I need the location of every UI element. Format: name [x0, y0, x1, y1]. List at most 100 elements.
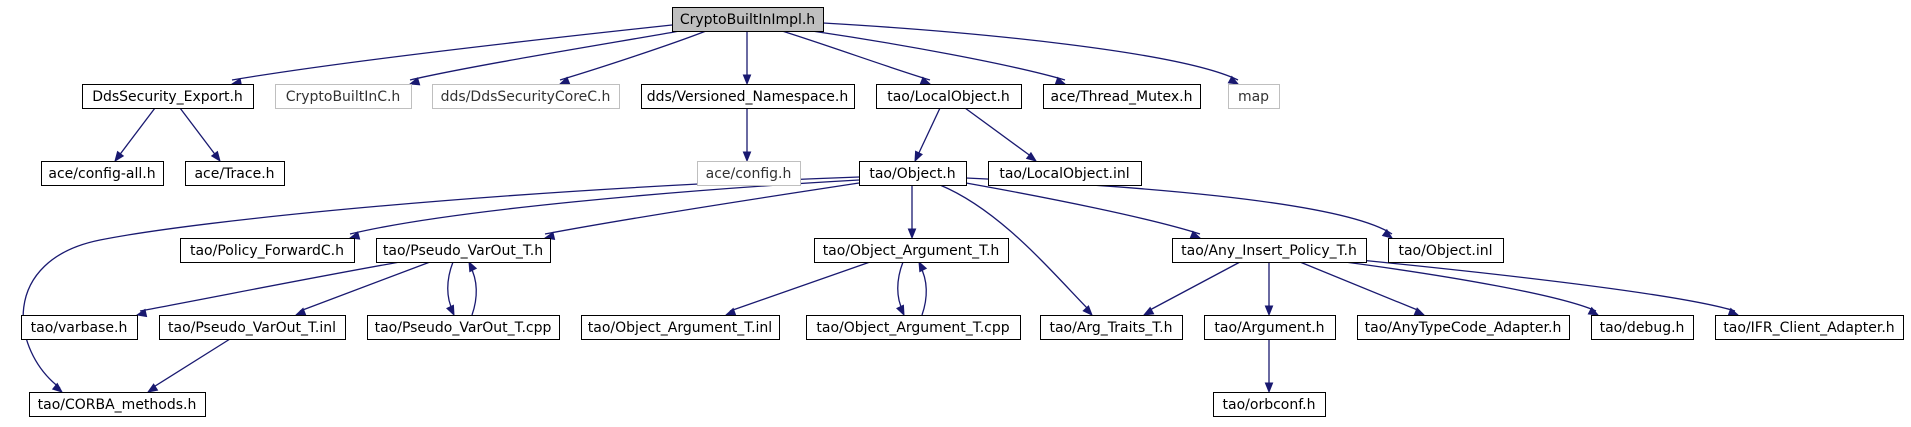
edge-line	[897, 261, 904, 312]
arrow-head-icon	[1082, 305, 1093, 316]
node-label: tao/Object_Argument_T.cpp	[816, 320, 1009, 336]
edge-anyinsert-to-argument	[1264, 262, 1274, 317]
edge-line	[781, 30, 931, 81]
edge-anyinsert-to-debug	[1344, 261, 1600, 316]
edge-argument-to-orbconf	[1264, 339, 1274, 394]
node-versioned[interactable]: dds/Versioned_Namespace.h	[641, 84, 855, 109]
node-box	[806, 315, 1021, 340]
node-anytypecode[interactable]: tao/AnyTypeCode_Adapter.h	[1357, 315, 1570, 340]
node-box	[1228, 84, 1280, 109]
node-argtraits[interactable]: tao/Arg_Traits_T.h	[1040, 315, 1183, 340]
node-pseudocpp[interactable]: tao/Pseudo_VarOut_T.cpp	[367, 315, 560, 340]
node-label: ace/Thread_Mutex.h	[1051, 89, 1193, 105]
edge-objectarg-to-objarginl	[724, 261, 871, 316]
edge-object-to-pseudovarout	[543, 182, 860, 241]
node-corbamethods[interactable]: tao/CORBA_methods.h	[29, 392, 206, 417]
edge-root-to-ddsexport	[230, 24, 673, 87]
node-box	[432, 84, 620, 109]
node-objargcpp[interactable]: tao/Object_Argument_T.cpp	[806, 315, 1021, 340]
node-objectarg[interactable]: tao/Object_Argument_T.h	[814, 238, 1009, 263]
node-objectinl[interactable]: tao/Object.inl	[1388, 238, 1504, 263]
node-label: tao/Policy_ForwardC.h	[190, 243, 344, 259]
node-localobj[interactable]: tao/LocalObject.h	[876, 84, 1022, 109]
node-box	[672, 7, 824, 32]
node-box	[275, 84, 412, 109]
edge-line	[965, 177, 1393, 235]
node-label: tao/Object_Argument_T.inl	[588, 320, 772, 336]
node-box	[376, 238, 551, 263]
node-root[interactable]: CryptoBuiltInImpl.h	[672, 7, 824, 32]
node-policyfwd[interactable]: tao/Policy_ForwardC.h	[180, 238, 355, 263]
node-debug[interactable]: tao/debug.h	[1591, 315, 1694, 340]
arrow-head-icon	[1142, 306, 1155, 316]
node-label: CryptoBuiltInC.h	[286, 89, 401, 105]
node-box	[29, 392, 206, 417]
arrow-head-icon	[1587, 306, 1600, 316]
edge-line	[22, 176, 860, 389]
node-label: tao/Object_Argument_T.h	[823, 243, 1000, 259]
node-box	[1040, 315, 1183, 340]
node-cryptoc: CryptoBuiltInC.h	[275, 84, 412, 109]
edge-pseudovarout-to-varbase	[135, 261, 401, 318]
edge-line	[1359, 259, 1736, 312]
node-label: tao/Argument.h	[1214, 320, 1324, 336]
node-objarginl[interactable]: tao/Object_Argument_T.inl	[581, 315, 780, 340]
arrow-head-icon	[742, 74, 752, 86]
node-object[interactable]: tao/Object.h	[859, 161, 967, 186]
arrow-head-icon	[1381, 228, 1394, 239]
node-pseudovarout[interactable]: tao/Pseudo_VarOut_T.h	[376, 238, 551, 263]
node-argument[interactable]: tao/Argument.h	[1204, 315, 1336, 340]
node-label: tao/Pseudo_VarOut_T.h	[383, 243, 543, 259]
edge-pseudovarout-to-pseudocpp	[446, 261, 455, 317]
node-label: CryptoBuiltInImpl.h	[680, 12, 815, 28]
edge-line	[447, 261, 454, 312]
edge-anyinsert-to-ifrclient	[1359, 259, 1740, 316]
arrow-head-icon	[742, 151, 752, 163]
node-box	[1388, 238, 1504, 263]
node-trace[interactable]: ace/Trace.h	[185, 161, 285, 186]
edge-line	[559, 30, 707, 81]
node-anyinsert[interactable]: tao/Any_Insert_Policy_T.h	[1172, 238, 1367, 263]
arrow-head-icon	[1264, 382, 1274, 394]
node-ddsexport[interactable]: DdsSecurity_Export.h	[82, 84, 254, 109]
node-varbase[interactable]: tao/varbase.h	[21, 315, 138, 340]
node-label: tao/Pseudo_VarOut_T.cpp	[375, 320, 552, 336]
node-label: tao/Pseudo_VarOut_T.inl	[168, 320, 336, 336]
node-label: map	[1238, 89, 1269, 105]
node-box	[1715, 315, 1904, 340]
arrow-head-icon	[446, 304, 455, 317]
edge-line	[965, 182, 1201, 235]
edge-line	[822, 22, 1239, 81]
arrow-head-icon	[1413, 307, 1426, 316]
node-orbconf[interactable]: tao/orbconf.h	[1213, 392, 1326, 417]
node-box	[1204, 315, 1336, 340]
arrow-head-icon	[1264, 305, 1274, 317]
edge-line	[729, 261, 871, 312]
arrow-head-icon	[468, 260, 478, 273]
arrow-head-icon	[408, 77, 421, 86]
node-ddscorec: dds/DdsSecurityCoreC.h	[432, 84, 620, 109]
node-box	[159, 315, 346, 340]
node-localobjinl[interactable]: tao/LocalObject.inl	[988, 161, 1142, 186]
edge-line	[916, 107, 941, 158]
arrow-head-icon	[135, 308, 148, 318]
edge-line	[939, 184, 1091, 312]
edge-line	[231, 24, 673, 81]
node-label: tao/varbase.h	[31, 320, 128, 336]
node-pseudoinl[interactable]: tao/Pseudo_VarOut_T.inl	[159, 315, 346, 340]
node-box	[1172, 238, 1367, 263]
edge-anyinsert-to-argtraits	[1142, 261, 1241, 316]
arrow-head-icon	[1227, 75, 1240, 85]
node-label: ace/config-all.h	[48, 166, 155, 182]
edge-line	[139, 261, 401, 312]
node-box	[641, 84, 855, 109]
node-threadmutex[interactable]: ace/Thread_Mutex.h	[1043, 84, 1201, 109]
node-box	[41, 161, 164, 186]
node-configall[interactable]: ace/config-all.h	[41, 161, 164, 186]
node-label: tao/debug.h	[1600, 320, 1685, 336]
node-ifrclient[interactable]: tao/IFR_Client_Adapter.h	[1715, 315, 1904, 340]
node-aceconfig: ace/config.h	[697, 161, 801, 186]
node-box	[876, 84, 1022, 109]
edge-object-to-corbamethods	[22, 176, 860, 393]
edge-pseudocpp-to-pseudovarout	[468, 260, 478, 316]
